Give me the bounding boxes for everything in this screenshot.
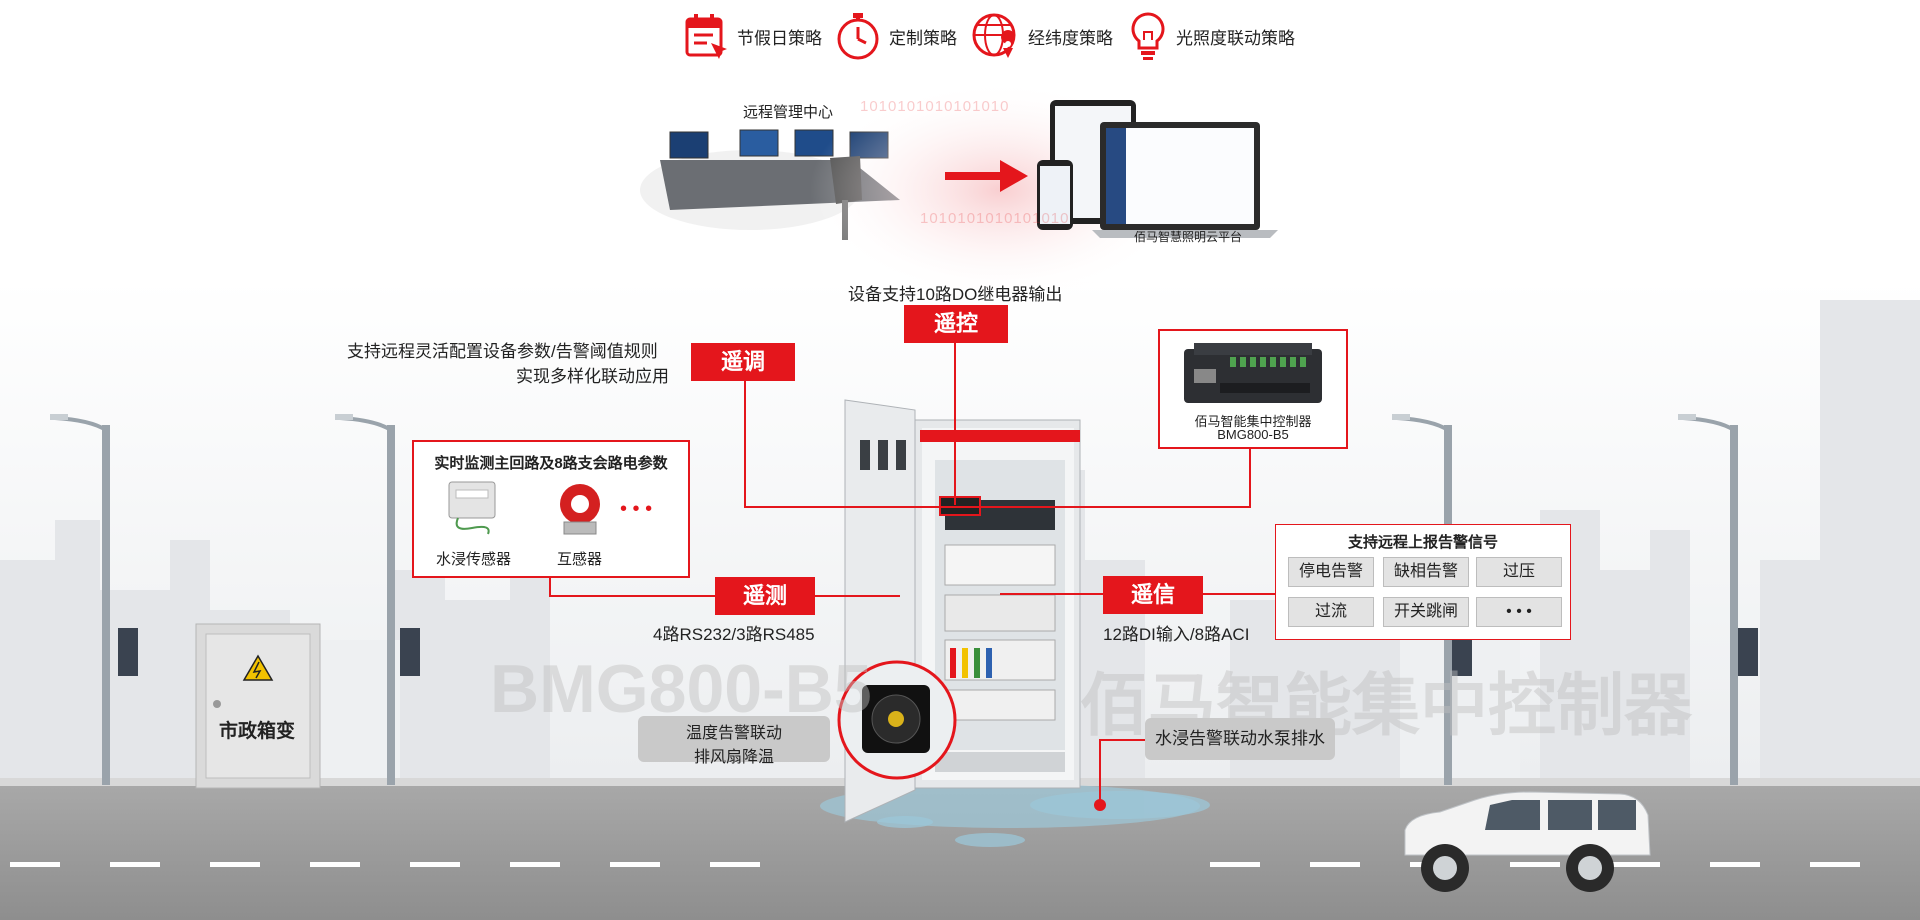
strategy-illuminance: 光照度联动策略 bbox=[1128, 8, 1295, 64]
strategy-custom-label: 定制策略 bbox=[889, 28, 957, 48]
adjust-caption-line1: 支持远程灵活配置设备参数/告警阈值规则 bbox=[347, 342, 658, 361]
water-sensor-image bbox=[448, 481, 496, 535]
exhaust-fan-inset bbox=[837, 660, 957, 780]
lane-markings bbox=[10, 862, 1860, 867]
remote-center-label: 远程管理中心 bbox=[743, 104, 834, 121]
controller-model: BMG800-B5 bbox=[1217, 427, 1289, 442]
alarm-power-outage: 停电告警 bbox=[1288, 557, 1374, 587]
tag-remote-control: 遥控 bbox=[904, 305, 1008, 343]
current-transformer-image bbox=[560, 484, 600, 535]
controller-name: 佰马智能集中控制器 bbox=[1194, 414, 1312, 429]
municipal-transformer-box bbox=[195, 623, 321, 789]
alarm-switch-trip: 开关跳闸 bbox=[1383, 597, 1469, 627]
municipal-box-label: 市政箱变 bbox=[219, 721, 296, 742]
binary-stream: 1010101010101010 bbox=[860, 98, 1010, 115]
cloud-platform-devices bbox=[1037, 100, 1278, 238]
light-bulb-icon bbox=[1131, 12, 1165, 60]
stopwatch-icon bbox=[837, 13, 879, 60]
cloud-platform-label: 佰马智慧照明云平台 bbox=[1134, 230, 1243, 244]
alarm-overvoltage: 过压 bbox=[1476, 557, 1562, 587]
water-puddle bbox=[877, 791, 1210, 847]
street-light bbox=[335, 414, 420, 785]
monitoring-panel: 实时监测主回路及8路支会路电参数 • • • 水浸传感器 互感器 bbox=[412, 440, 690, 578]
strategy-holiday: 节假日策略 bbox=[683, 8, 822, 64]
strategy-illuminance-label: 光照度联动策略 bbox=[1176, 28, 1295, 48]
monitoring-panel-title: 实时监测主回路及8路支会路电参数 bbox=[434, 455, 668, 472]
strategy-latlon-label: 经纬度策略 bbox=[1028, 28, 1113, 48]
strategy-latlon: 经纬度策略 bbox=[970, 8, 1113, 64]
tag-remote-adjust: 遥调 bbox=[691, 343, 795, 381]
car-illustration bbox=[1404, 791, 1651, 892]
measure-caption: 4路RS232/3路RS485 bbox=[653, 625, 815, 644]
alarm-more: • • • bbox=[1476, 597, 1562, 627]
strategy-custom: 定制策略 bbox=[835, 8, 957, 64]
binary-stream-2: 1010101010101010 bbox=[920, 210, 1070, 227]
monitoring-more: • • • bbox=[620, 498, 653, 520]
watermark-model: BMG800-B5 bbox=[490, 651, 872, 727]
water-alarm-note: 水浸告警联动水泵排水 bbox=[1145, 718, 1335, 760]
alarm-panel: 支持远程上报告警信号 停电告警 缺相告警 过压 过流 开关跳闸 • • • bbox=[1275, 524, 1571, 640]
alarm-phase-loss: 缺相告警 bbox=[1383, 557, 1469, 587]
alarm-panel-title: 支持远程上报告警信号 bbox=[1347, 534, 1498, 551]
temperature-alarm-note: 温度告警联动 排风扇降温 bbox=[638, 716, 830, 766]
signal-caption: 12路DI输入/8路ACI bbox=[1103, 625, 1250, 644]
adjust-caption-line2: 实现多样化联动应用 bbox=[516, 367, 669, 386]
controller-panel: 佰马智能集中控制器 BMG800-B5 bbox=[1158, 329, 1348, 449]
tag-remote-signal: 遥信 bbox=[1103, 576, 1203, 614]
street-light bbox=[50, 414, 138, 785]
transformer-label: 互感器 bbox=[557, 551, 603, 568]
street-light bbox=[1678, 414, 1758, 785]
alarm-overcurrent: 过流 bbox=[1288, 597, 1374, 627]
transfer-arrow bbox=[945, 160, 1028, 192]
connector-lines bbox=[549, 342, 1278, 804]
temperature-alarm-line1: 温度告警联动 bbox=[685, 725, 782, 742]
tag-remote-measure: 遥测 bbox=[715, 577, 815, 615]
strategy-holiday-label: 节假日策略 bbox=[737, 28, 822, 48]
control-caption: 设备支持10路DO继电器输出 bbox=[848, 285, 1063, 304]
calendar-icon bbox=[685, 14, 727, 59]
water-sensor-label: 水浸传感器 bbox=[436, 551, 512, 568]
water-sensor-dot bbox=[1094, 799, 1106, 811]
controller-device-image bbox=[1184, 343, 1322, 403]
globe-pin-icon bbox=[972, 13, 1016, 58]
temperature-alarm-line2: 排风扇降温 bbox=[693, 749, 774, 766]
